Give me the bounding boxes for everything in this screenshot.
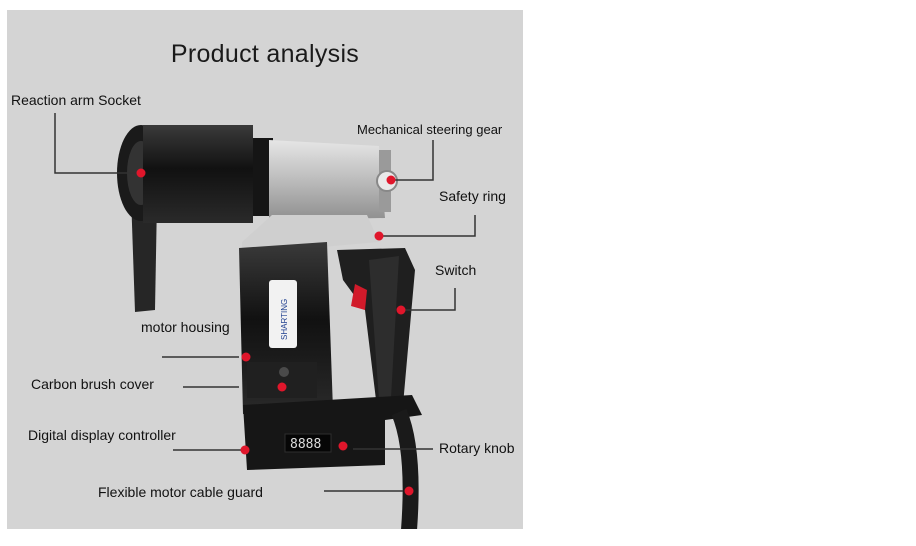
metal-head xyxy=(269,140,385,220)
marker-steering-gear xyxy=(386,175,396,185)
label-motor-housing: motor housing xyxy=(141,319,230,335)
cable-shape xyxy=(391,408,419,529)
label-carbon-brush-cover: Carbon brush cover xyxy=(31,376,154,392)
marker-carbon-brush xyxy=(277,382,287,392)
label-safety-ring: Safety ring xyxy=(439,188,506,204)
diagram-panel: Product analysis xyxy=(7,10,523,529)
marker-cable-guard xyxy=(404,486,414,496)
marker-rotary-knob xyxy=(338,441,348,451)
label-reaction-arm-socket: Reaction arm Socket xyxy=(11,92,141,108)
diagram-title: Product analysis xyxy=(170,40,360,68)
label-switch: Switch xyxy=(435,262,477,278)
marker-switch xyxy=(396,305,406,315)
markers xyxy=(136,168,414,496)
label-digital-display-controller: Digital display controller xyxy=(28,427,176,443)
leader-lines xyxy=(54,113,476,492)
marker-reaction-arm xyxy=(136,168,146,178)
brand-text: SHARTING xyxy=(280,299,289,340)
digital-display-shape xyxy=(284,433,332,453)
tool-illustration: SHARTING 8888 xyxy=(54,113,476,529)
label-mechanical-steering-gear: Mechanical steering gear xyxy=(357,122,503,137)
gearbox-cylinder xyxy=(143,125,253,223)
marker-safety-ring xyxy=(374,231,384,241)
reaction-arm-shape xyxy=(131,195,157,312)
label-flexible-motor-cable-guard: Flexible motor cable guard xyxy=(98,484,263,500)
trigger-shape xyxy=(351,284,367,310)
display-digits: 8888 xyxy=(290,437,321,452)
marker-motor-housing xyxy=(241,352,251,362)
controller-block xyxy=(243,395,422,470)
brand-label xyxy=(269,280,297,348)
label-rotary-knob: Rotary knob xyxy=(439,440,515,456)
marker-display xyxy=(240,445,250,455)
